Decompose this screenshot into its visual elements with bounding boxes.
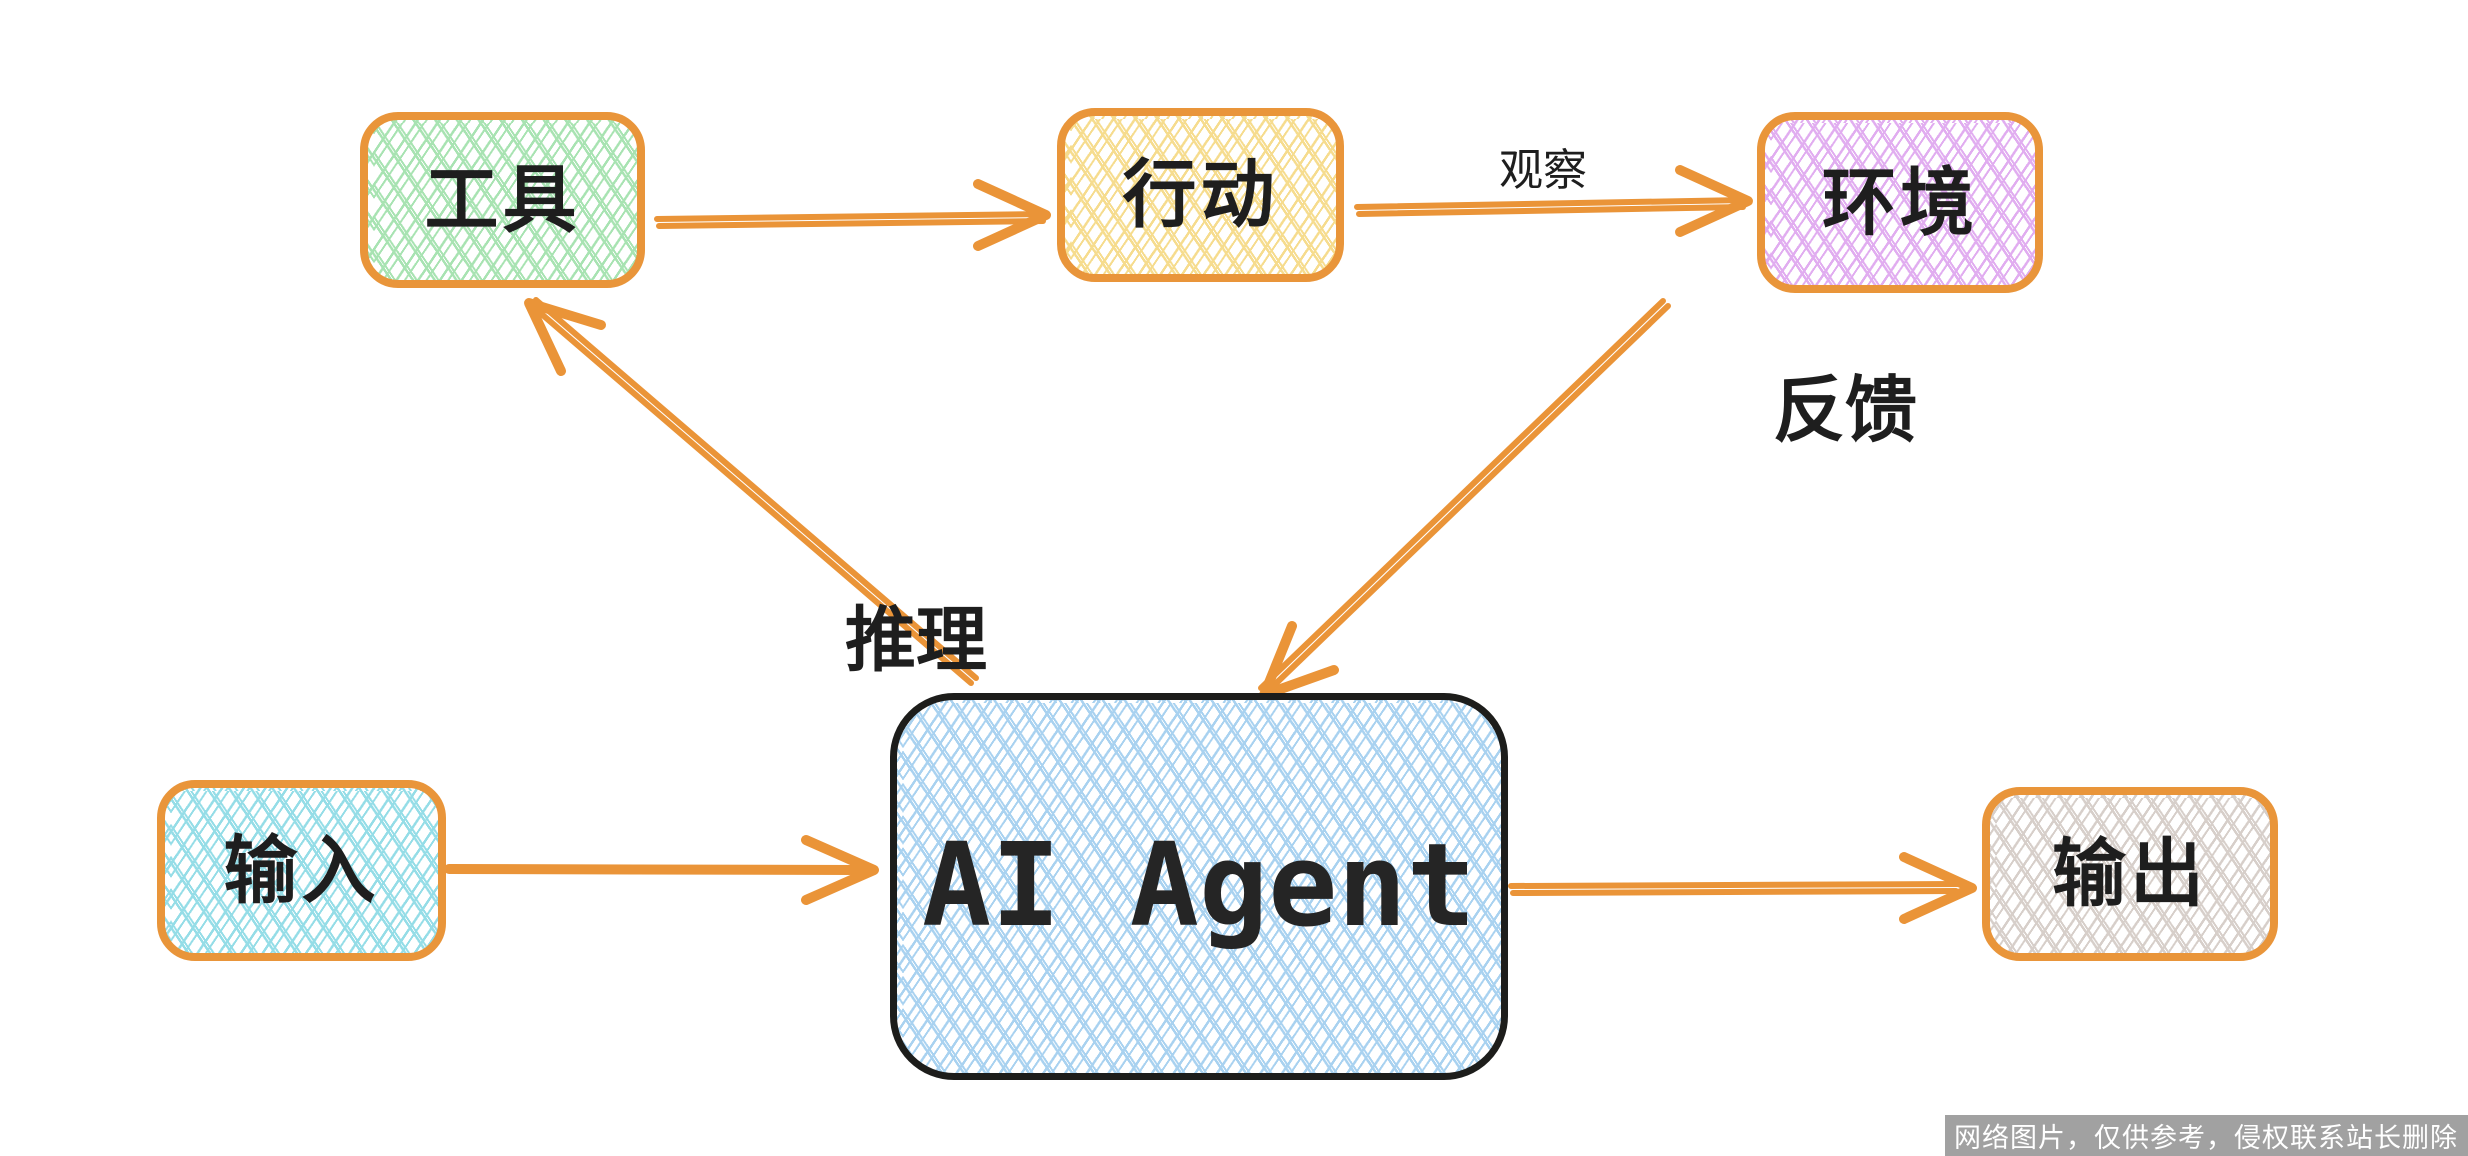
node-environment-label: 环境 [1822,160,1978,244]
arrow-tools-to-action [654,179,1051,251]
node-tools-label: 工具 [424,158,581,241]
arrow-environment-to-agent [1258,298,1671,700]
node-action-label: 行动 [1122,153,1279,236]
edge-label-feedback: 反馈 [1772,371,1918,451]
node-input: 输入 [157,780,446,961]
node-tools: 工具 [360,112,645,288]
arrow-input-to-agent [444,835,879,905]
node-ai-agent: AI Agent [890,693,1508,1080]
node-ai-agent-label: AI Agent [922,819,1476,953]
node-output-label: 输出 [2052,832,2208,915]
node-action: 行动 [1057,108,1344,282]
watermark: 网络图片，仅供参考，侵权联系站长删除 [1945,1115,2468,1156]
edge-label-reasoning: 推理 [844,601,988,681]
node-input-label: 输入 [223,828,380,912]
arrow-action-to-environment [1354,165,1753,237]
node-output: 输出 [1982,787,2278,961]
edge-label-observe: 观察 [1499,146,1587,195]
arrow-agent-to-output [1508,852,1977,924]
node-environment: 环境 [1757,112,2043,293]
arrow-agent-to-tools [524,297,979,686]
